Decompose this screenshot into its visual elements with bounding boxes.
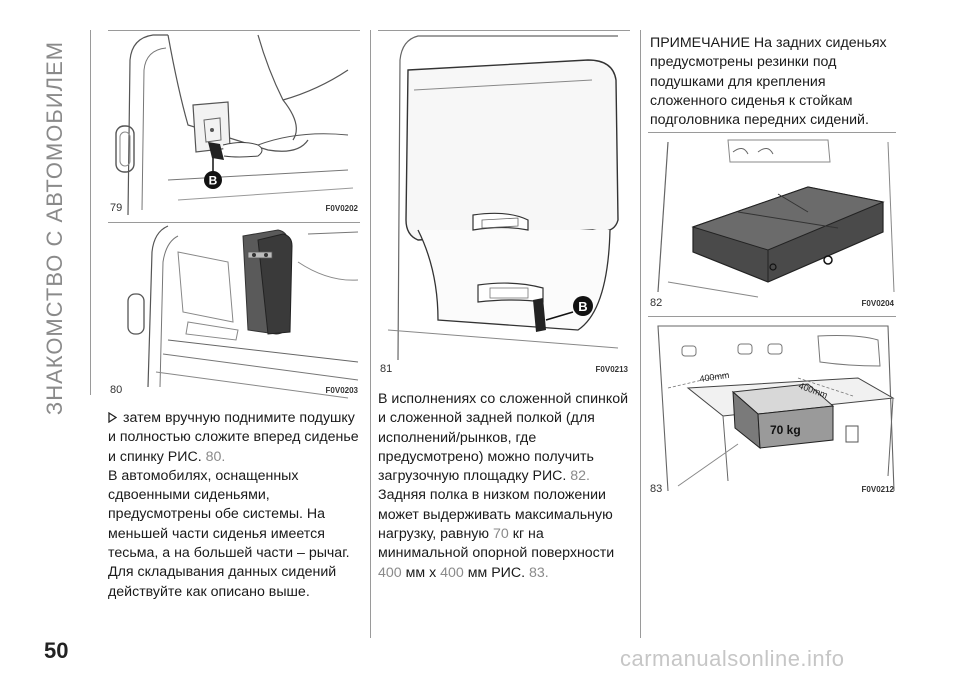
figure-reference: 80.	[205, 448, 226, 465]
side-rule	[90, 30, 91, 395]
figure-code: F0V0212	[861, 485, 894, 494]
figure-83-image: 400mm 400mm 70 kg	[648, 316, 896, 492]
figure-79: B 79 F0V0202	[108, 30, 360, 218]
paragraph: затем вручную поднимите подушку и полнос…	[108, 409, 366, 467]
figure-80-image	[108, 222, 360, 399]
load-value: 70	[493, 526, 509, 543]
figure-80: 80 F0V0203	[108, 222, 360, 400]
figure-reference: 83.	[529, 564, 549, 581]
figure-79-image: B	[108, 30, 360, 216]
dimension-value: 400	[378, 564, 402, 581]
paragraph-text: затем вручную поднимите подушку и полнос…	[108, 410, 359, 465]
paragraph-text: Задняя полка в низком положении может вы…	[378, 487, 613, 543]
figure-code: F0V0204	[861, 299, 894, 308]
column-1-text: затем вручную поднимите подушку и полнос…	[108, 409, 366, 602]
figure-number: 83	[650, 483, 663, 495]
section-title: ЗНАКОМСТВО С АВТОМОБИЛЕМ	[42, 40, 67, 415]
column-2-text: В исполнениях со сложенной спинкой и сло…	[378, 390, 636, 583]
figure-reference: 82.	[570, 468, 591, 485]
column-divider	[640, 30, 641, 638]
figure-81-image: B	[378, 30, 630, 361]
note-paragraph: ПРИМЕЧАНИЕ На задних сиденьях предусмотр…	[650, 35, 887, 129]
column-3-text: ПРИМЕЧАНИЕ На задних сиденьях предусмотр…	[650, 34, 900, 130]
figure-81: B 81 F0V0213	[378, 30, 630, 378]
figure-number: 82	[650, 297, 663, 309]
weight-label: 70 kg	[770, 423, 801, 437]
figure-code: F0V0202	[325, 204, 358, 213]
paragraph-text: кг на минимальной опорной поверхности	[378, 526, 615, 562]
paragraph-text: мм x	[405, 564, 437, 581]
figure-82-image	[648, 132, 896, 298]
bullet-icon	[108, 412, 117, 423]
figure-code: F0V0203	[325, 386, 358, 395]
figure-number: 80	[110, 384, 123, 396]
page-number: 50	[44, 638, 69, 663]
paragraph-text: В исполнениях со сложенной спинкой и сло…	[378, 391, 629, 485]
figure-number: 81	[380, 363, 393, 375]
paragraph: В исполнениях со сложенной спинкой и сло…	[378, 390, 636, 583]
dimension-value: 400	[440, 564, 464, 581]
column-divider	[370, 30, 371, 638]
paragraph: В автомобилях, оснащенных сдвоенными сид…	[108, 467, 350, 600]
watermark: carmanualsonline.info	[620, 646, 845, 671]
dimension-label: 400mm	[699, 370, 730, 384]
callout-b: B	[578, 299, 587, 314]
paragraph-text: мм РИС.	[467, 564, 526, 581]
figure-code: F0V0213	[595, 365, 628, 374]
figure-number: 79	[110, 202, 123, 214]
figure-82: 82 F0V0204	[648, 132, 896, 312]
callout-b: B	[209, 174, 218, 188]
figure-83: 400mm 400mm 70 kg 83 F0V0212	[648, 316, 896, 498]
